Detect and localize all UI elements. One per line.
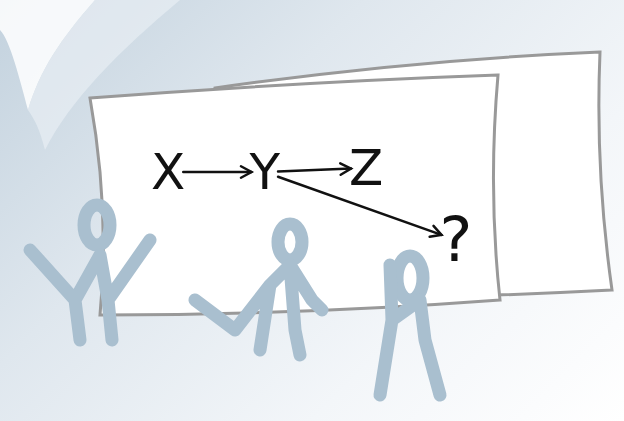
figure-body (380, 265, 440, 395)
diagram-term: X (151, 147, 185, 197)
figure-head (278, 224, 302, 260)
figure-body (195, 265, 322, 355)
diagram-term: Y (250, 147, 281, 197)
arrow-connector (183, 166, 251, 178)
figure-head (84, 205, 110, 245)
diagram-term: ? (440, 209, 473, 271)
stick-figures (30, 205, 440, 395)
diagram-term: Z (349, 143, 383, 193)
term-text: ? (440, 209, 473, 271)
arrow-line (278, 169, 351, 172)
figure-body (30, 240, 150, 340)
arrow-connector (278, 163, 351, 174)
term-text: Y (250, 147, 281, 197)
figure-head (397, 256, 423, 300)
term-text: X (151, 147, 185, 197)
term-text: Z (349, 143, 383, 193)
arrow-line (183, 171, 251, 174)
